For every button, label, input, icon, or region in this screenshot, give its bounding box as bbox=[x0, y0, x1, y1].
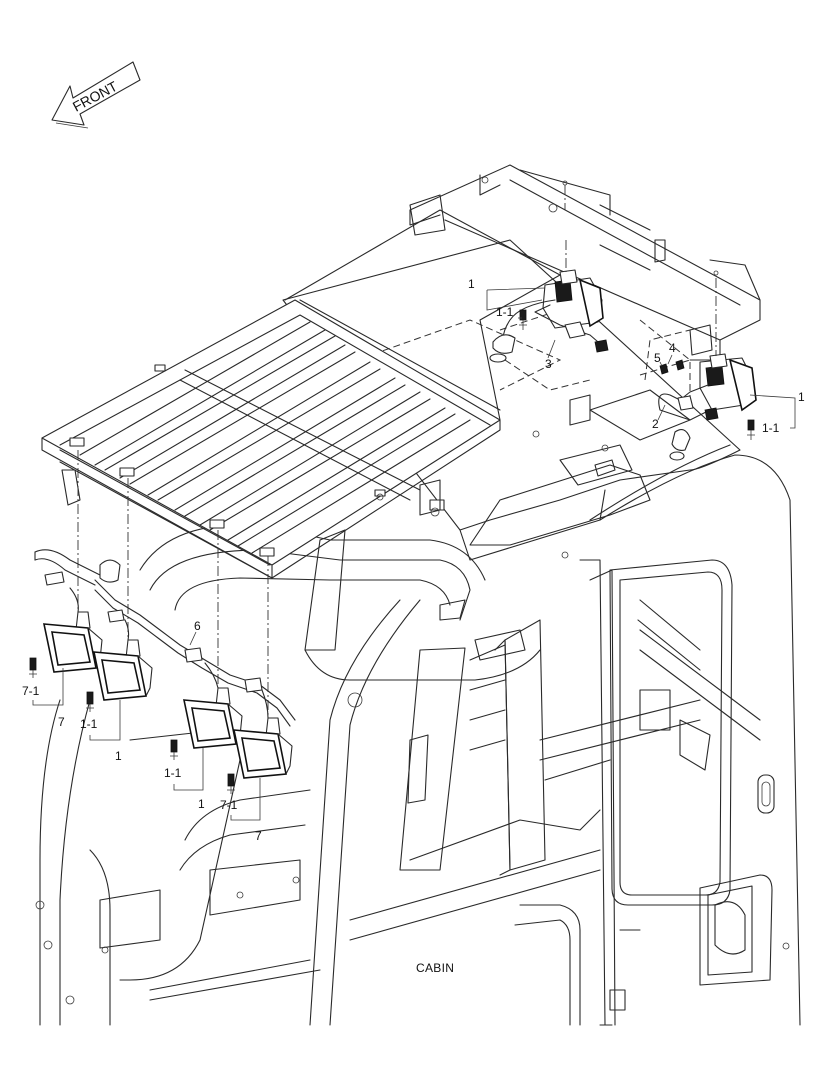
bulb-icon bbox=[170, 739, 178, 760]
callout-label: 2 bbox=[652, 417, 659, 431]
callout-label: 7-1 bbox=[220, 798, 238, 812]
frame-tabs bbox=[69, 364, 445, 557]
callout-label: 1-1 bbox=[496, 305, 514, 319]
callout-label: 7 bbox=[255, 829, 262, 843]
callout-label: 7-1 bbox=[22, 684, 40, 698]
callout-label: 1 bbox=[115, 749, 122, 763]
front-lamp-1 bbox=[42, 611, 103, 673]
callout-label: 7 bbox=[58, 715, 65, 729]
callout-label: 1 bbox=[198, 797, 205, 811]
front-lamp-2 bbox=[92, 639, 153, 701]
front-direction-arrow: FRONT bbox=[51, 61, 141, 129]
front-lamp-3 bbox=[182, 687, 243, 749]
rear-lamp-left bbox=[489, 180, 609, 363]
roof-guard-frame bbox=[41, 164, 761, 579]
front-lamp-harness bbox=[34, 549, 296, 727]
front-arrow-label: FRONT bbox=[70, 78, 120, 115]
callout-label: 3 bbox=[545, 357, 552, 371]
bulb-icon bbox=[29, 657, 37, 678]
callout-label: 1-1 bbox=[164, 766, 182, 780]
rear-lamp-right bbox=[639, 270, 757, 461]
front-lamp-4 bbox=[232, 717, 293, 779]
callout-label: 4 bbox=[669, 341, 676, 355]
cabin-body bbox=[35, 444, 801, 1026]
bulb-icon bbox=[227, 773, 235, 794]
bulb-icon bbox=[747, 419, 755, 440]
bulb-icon bbox=[519, 309, 527, 330]
callout-label: 5 bbox=[654, 351, 661, 365]
callout-label: 1-1 bbox=[80, 717, 98, 731]
diagram-caption: CABIN bbox=[416, 961, 455, 975]
cabin-roof bbox=[282, 239, 741, 561]
callout-label: 1 bbox=[468, 277, 475, 291]
callout-label: 6 bbox=[194, 619, 201, 633]
bulb-icon bbox=[86, 691, 94, 712]
callout-label: 1-1 bbox=[762, 421, 780, 435]
callout-leaders bbox=[32, 287, 796, 821]
callout-label: 1 bbox=[798, 390, 805, 404]
